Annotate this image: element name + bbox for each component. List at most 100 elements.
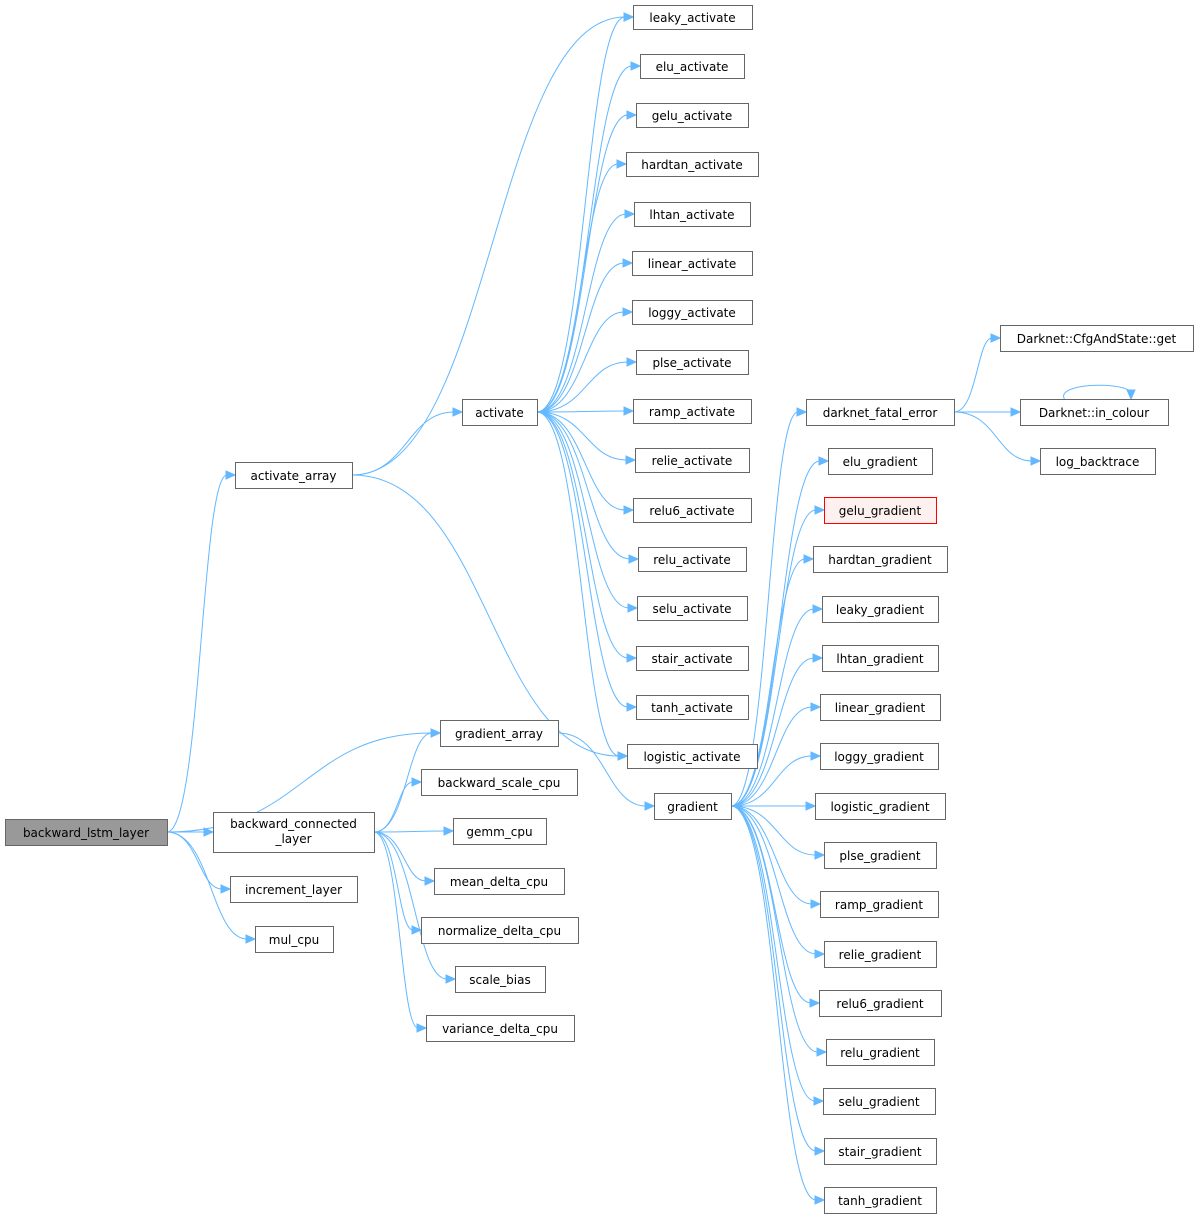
node-activate_array[interactable]: activate_array bbox=[235, 462, 353, 489]
node-label: normalize_delta_cpu bbox=[438, 924, 561, 938]
node-label: ramp_activate bbox=[649, 405, 735, 419]
node-backward_scale_cpu[interactable]: backward_scale_cpu bbox=[421, 769, 578, 796]
node-normalize_delta_cpu[interactable]: normalize_delta_cpu bbox=[421, 917, 579, 944]
node-box bbox=[815, 793, 946, 820]
node-label: stair_gradient bbox=[838, 1145, 921, 1159]
node-gemm_cpu[interactable]: gemm_cpu bbox=[453, 818, 547, 845]
arrowhead-icon bbox=[245, 934, 257, 944]
call-edge-activate-to-relu_activate bbox=[536, 411, 631, 560]
call-edge-activate-to-plse_activate bbox=[536, 361, 629, 413]
node-box bbox=[822, 645, 939, 672]
node-ramp_activate[interactable]: ramp_activate bbox=[633, 399, 752, 424]
node-leaky_activate[interactable]: leaky_activate bbox=[633, 5, 753, 30]
arrowhead-icon bbox=[623, 505, 635, 515]
call-edge-activate-to-linear_activate bbox=[536, 262, 625, 413]
call-edge-backward_connected_layer-to-mean_delta_cpu bbox=[373, 831, 427, 882]
node-box bbox=[635, 448, 750, 473]
node-label: Darknet::CfgAndState::get bbox=[1017, 332, 1177, 346]
node-box bbox=[637, 596, 748, 621]
node-label: log_backtrace bbox=[1056, 455, 1140, 469]
node-selu_activate[interactable]: selu_activate bbox=[637, 596, 748, 621]
node-relie_gradient[interactable]: relie_gradient bbox=[824, 941, 937, 968]
call-edge-backward_lstm_layer-to-activate_array bbox=[166, 474, 228, 833]
node-relu_activate[interactable]: relu_activate bbox=[638, 547, 747, 572]
node-label: scale_bias bbox=[469, 973, 530, 987]
node-box bbox=[636, 695, 749, 720]
node-mul_cpu[interactable]: mul_cpu bbox=[255, 926, 334, 953]
node-selu_gradient[interactable]: selu_gradient bbox=[823, 1088, 936, 1115]
call-edge-darknet_fatal_error-to-log_backtrace bbox=[953, 411, 1033, 462]
node-gelu_activate[interactable]: gelu_activate bbox=[636, 103, 749, 128]
node-relie_activate[interactable]: relie_activate bbox=[635, 448, 750, 473]
node-leaky_gradient[interactable]: leaky_gradient bbox=[822, 596, 939, 623]
node-box bbox=[627, 744, 758, 769]
node-mean_delta_cpu[interactable]: mean_delta_cpu bbox=[434, 868, 565, 895]
node-relu6_activate[interactable]: relu6_activate bbox=[633, 498, 752, 523]
node-box bbox=[633, 5, 753, 30]
node-gelu_gradient[interactable]: gelu_gradient bbox=[824, 497, 937, 524]
node-tanh_activate[interactable]: tanh_activate bbox=[636, 695, 749, 720]
node-activate[interactable]: activate bbox=[462, 399, 538, 426]
arrowhead-icon bbox=[1126, 389, 1136, 401]
node-ramp_gradient[interactable]: ramp_gradient bbox=[820, 891, 939, 918]
node-box bbox=[426, 1015, 575, 1042]
node-elu_activate[interactable]: elu_activate bbox=[640, 54, 745, 79]
node-log_backtrace[interactable]: log_backtrace bbox=[1040, 448, 1156, 475]
node-backward_connected_layer[interactable]: backward_connected_layer bbox=[213, 812, 375, 853]
call-edge-gradient-to-selu_gradient bbox=[730, 805, 816, 1102]
node-logistic_gradient[interactable]: logistic_gradient bbox=[815, 793, 946, 820]
node-stair_activate[interactable]: stair_activate bbox=[636, 646, 749, 671]
node-linear_gradient[interactable]: linear_gradient bbox=[820, 694, 941, 721]
arrowhead-icon bbox=[626, 357, 638, 367]
arrowhead-icon bbox=[203, 827, 215, 837]
node-label: loggy_gradient bbox=[834, 750, 924, 764]
node-box bbox=[640, 54, 745, 79]
node-label: tanh_activate bbox=[651, 701, 733, 715]
node-elu_gradient[interactable]: elu_gradient bbox=[828, 448, 933, 475]
call-edge-activate_array-to-leaky_activate bbox=[351, 16, 626, 476]
node-loggy_activate[interactable]: loggy_activate bbox=[632, 300, 753, 325]
node-logistic_activate[interactable]: logistic_activate bbox=[627, 744, 758, 769]
node-backward_lstm_layer[interactable]: backward_lstm_layer bbox=[5, 819, 168, 846]
node-linear_activate[interactable]: linear_activate bbox=[632, 251, 753, 276]
node-plse_gradient[interactable]: plse_gradient bbox=[824, 842, 937, 869]
node-label: darknet_fatal_error bbox=[823, 406, 938, 420]
node-box bbox=[462, 399, 538, 426]
node-relu6_gradient[interactable]: relu6_gradient bbox=[819, 990, 942, 1017]
node-label: leaky_activate bbox=[649, 11, 735, 25]
node-increment_layer[interactable]: increment_layer bbox=[230, 876, 358, 903]
node-lhtan_gradient[interactable]: lhtan_gradient bbox=[822, 645, 939, 672]
node-relu_gradient[interactable]: relu_gradient bbox=[826, 1039, 935, 1066]
node-label: loggy_activate bbox=[648, 306, 736, 320]
node-gradient[interactable]: gradient bbox=[654, 793, 732, 820]
node-lhtan_activate[interactable]: lhtan_activate bbox=[634, 202, 751, 227]
arrowhead-icon bbox=[814, 949, 826, 959]
node-tanh_gradient[interactable]: tanh_gradient bbox=[824, 1187, 937, 1214]
node-box bbox=[813, 546, 948, 573]
node-label: mean_delta_cpu bbox=[450, 875, 548, 889]
arrowhead-icon bbox=[814, 1195, 826, 1205]
arrowhead-icon bbox=[623, 12, 635, 22]
node-box bbox=[5, 819, 168, 846]
node-box bbox=[626, 152, 759, 177]
node-box bbox=[1000, 325, 1194, 352]
node-gradient_array[interactable]: gradient_array bbox=[440, 720, 559, 747]
node-in_colour[interactable]: Darknet::in_colour bbox=[1020, 399, 1169, 426]
node-label: lhtan_gradient bbox=[836, 652, 923, 666]
arrowhead-icon bbox=[624, 209, 636, 219]
call-edge-backward_connected_layer-to-backward_scale_cpu bbox=[373, 781, 414, 833]
arrowhead-icon bbox=[814, 1146, 826, 1156]
node-hardtan_activate[interactable]: hardtan_activate bbox=[626, 152, 759, 177]
node-variance_delta_cpu[interactable]: variance_delta_cpu bbox=[426, 1015, 575, 1042]
node-plse_activate[interactable]: plse_activate bbox=[636, 350, 749, 375]
node-cfg_get[interactable]: Darknet::CfgAndState::get bbox=[1000, 325, 1194, 352]
node-darknet_fatal_error[interactable]: darknet_fatal_error bbox=[806, 399, 955, 426]
node-loggy_gradient[interactable]: loggy_gradient bbox=[820, 743, 939, 770]
node-stair_gradient[interactable]: stair_gradient bbox=[824, 1138, 937, 1165]
node-hardtan_gradient[interactable]: hardtan_gradient bbox=[813, 546, 948, 573]
node-box bbox=[820, 891, 939, 918]
node-label: activate_array bbox=[251, 469, 337, 483]
arrowhead-icon bbox=[812, 653, 824, 663]
node-label: selu_gradient bbox=[838, 1095, 919, 1109]
node-scale_bias[interactable]: scale_bias bbox=[455, 966, 546, 993]
